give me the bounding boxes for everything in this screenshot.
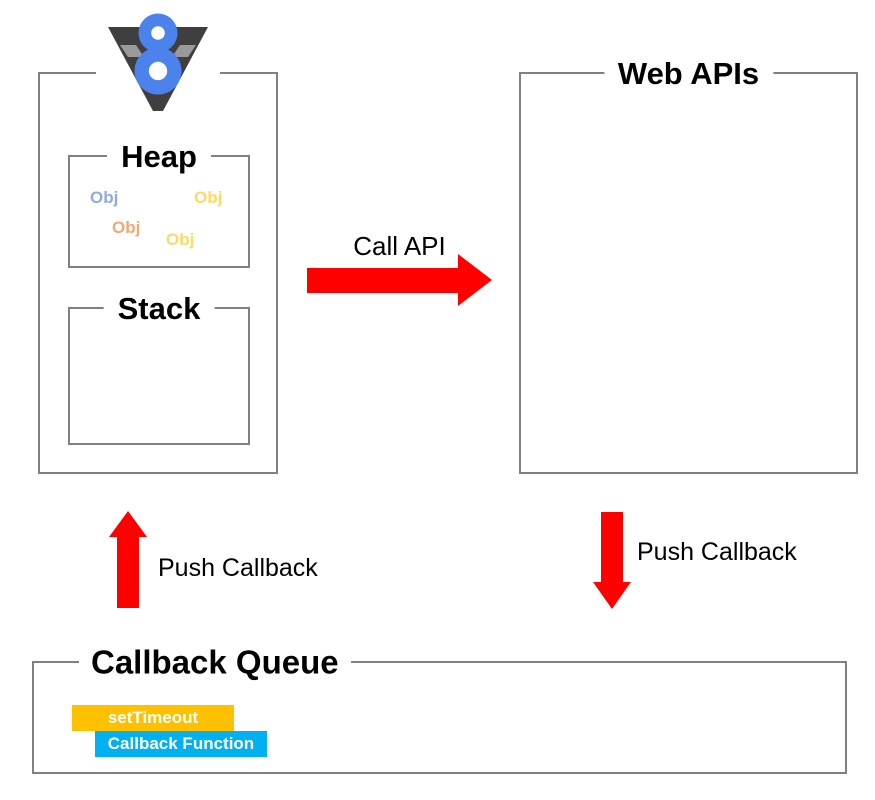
heap-object-label: Obj bbox=[112, 218, 141, 237]
push-callback-right-label: Push Callback bbox=[637, 538, 797, 566]
callback-function-chip: Callback Function bbox=[95, 731, 267, 757]
web-apis-title: Web APIs bbox=[603, 56, 774, 92]
heap-object-label: Obj bbox=[166, 230, 195, 249]
callback-queue-box: Callback Queue setTimeout Callback Funct… bbox=[32, 643, 847, 774]
push-callback-down-arrow-icon bbox=[593, 512, 631, 609]
push-callback-left-label: Push Callback bbox=[158, 554, 318, 582]
v8-engine-box: Heap Obj Obj Obj Obj Stack bbox=[38, 72, 278, 474]
heap-object-label: Obj bbox=[90, 188, 119, 207]
push-callback-up-arrow-icon bbox=[109, 511, 147, 608]
web-apis-box: Web APIs bbox=[519, 56, 858, 474]
heap-box: Heap Obj Obj Obj Obj bbox=[68, 139, 250, 268]
settimeout-chip: setTimeout bbox=[72, 705, 234, 731]
stack-box: Stack bbox=[68, 291, 250, 445]
call-api-label: Call API bbox=[353, 231, 446, 261]
v8-logo-icon bbox=[96, 5, 220, 119]
call-api-arrow-icon bbox=[307, 254, 492, 306]
heap-object-label: Obj bbox=[194, 188, 223, 207]
heap-title: Heap bbox=[107, 139, 211, 175]
stack-title: Stack bbox=[103, 291, 215, 327]
callback-queue-title: Callback Queue bbox=[79, 643, 351, 682]
